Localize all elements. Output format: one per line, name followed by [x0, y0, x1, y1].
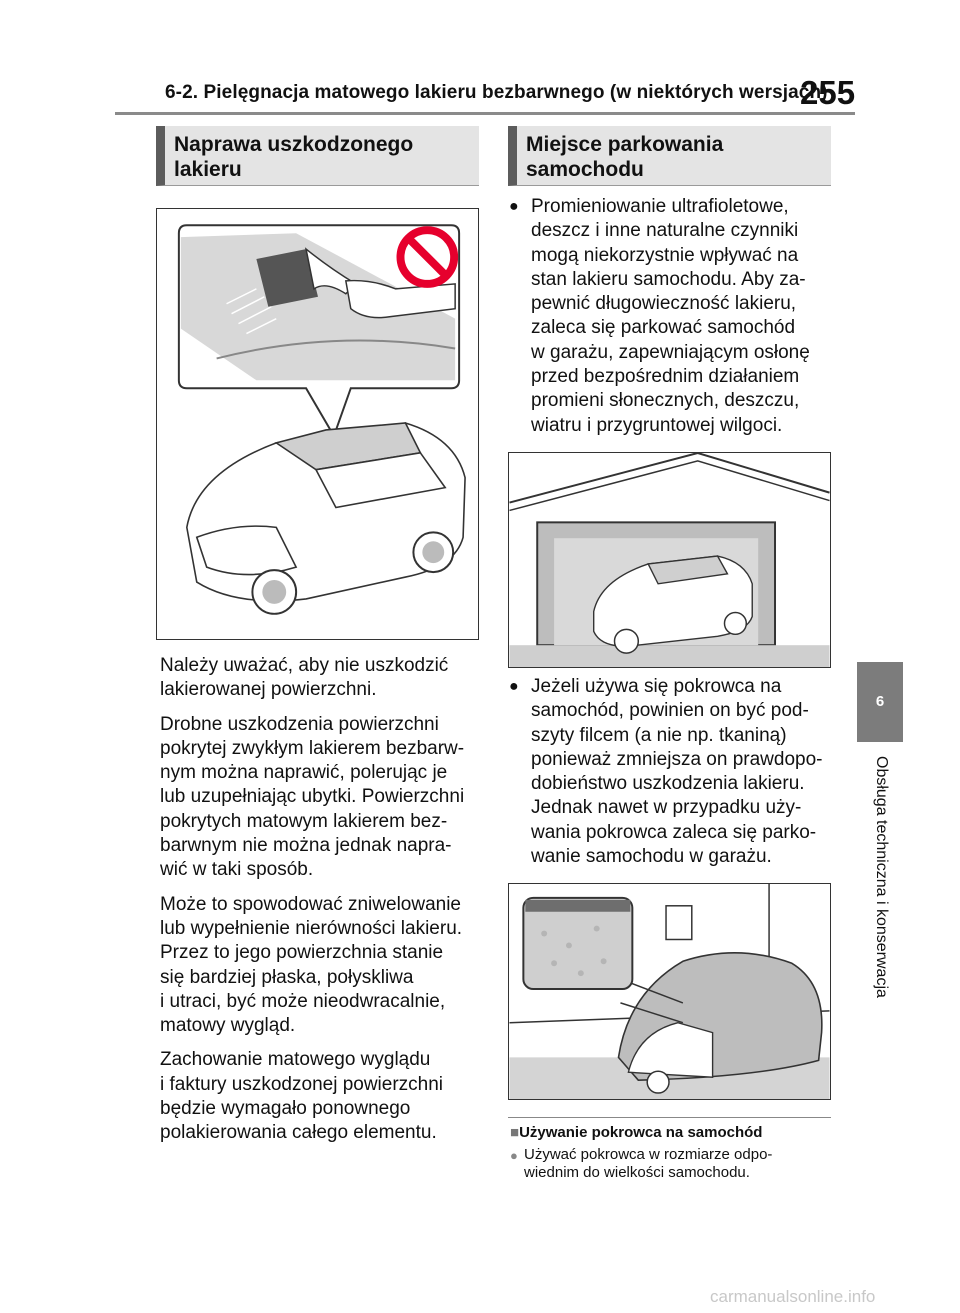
header-divider — [115, 112, 855, 115]
paragraph-2: Drobne uszkodzenia powierzchni pokrytej … — [160, 713, 465, 881]
car-cover-drawing — [509, 884, 830, 1099]
note-divider — [508, 1117, 831, 1118]
watermark: carmanualsonline.info — [710, 1287, 876, 1306]
chapter-tab-number: 6 — [857, 662, 903, 742]
paragraph-4: Zachowanie matowego wyglądu i faktury us… — [160, 1049, 444, 1144]
paragraph-3: Może to spowodować zniwelowanie lub wype… — [160, 893, 463, 1037]
brush-car-roof-drawing — [177, 224, 466, 615]
page-header-title: 6-2. Pielęgnacja matowego lakieru bezbar… — [165, 82, 828, 103]
note-title: ■Używanie pokrowca na samochód — [510, 1124, 763, 1141]
section-heading-paint-repair: Naprawa uszkodzonego lakieru — [156, 126, 479, 186]
bullet-item-1: Promieniowanie ultrafioletowe, deszcz i … — [531, 196, 810, 436]
bullet-dot-icon: ● — [509, 198, 519, 215]
garage-drawing — [509, 453, 830, 667]
note-text: Używać pokrowca w rozmiarze odpo- wiedni… — [524, 1146, 773, 1181]
square-bullet-icon: ■ — [510, 1124, 520, 1141]
illustration-car-cover — [508, 883, 831, 1100]
note-bullet-icon: ● — [510, 1148, 518, 1163]
bullet-dot-icon: ● — [509, 678, 519, 695]
page-number: 255 — [800, 74, 856, 111]
illustration-brushing-prohibited — [156, 208, 479, 640]
section-heading-parking: Miejsce parkowania samochodu — [508, 126, 831, 186]
chapter-tab-label: Obsługa techniczna i konserwacja — [860, 756, 900, 1076]
chapter-tab-label-text: Obsługa techniczna i konserwacja — [873, 756, 890, 998]
illustration-car-in-garage — [508, 452, 831, 668]
left-body-text: Należy uważać, aby nie uszkodzić lakiero… — [160, 654, 485, 1156]
paragraph-1: Należy uważać, aby nie uszkodzić lakiero… — [160, 655, 449, 701]
bullet-item-2: Jeżeli używa się pokrowca na samochód, p… — [531, 676, 823, 868]
